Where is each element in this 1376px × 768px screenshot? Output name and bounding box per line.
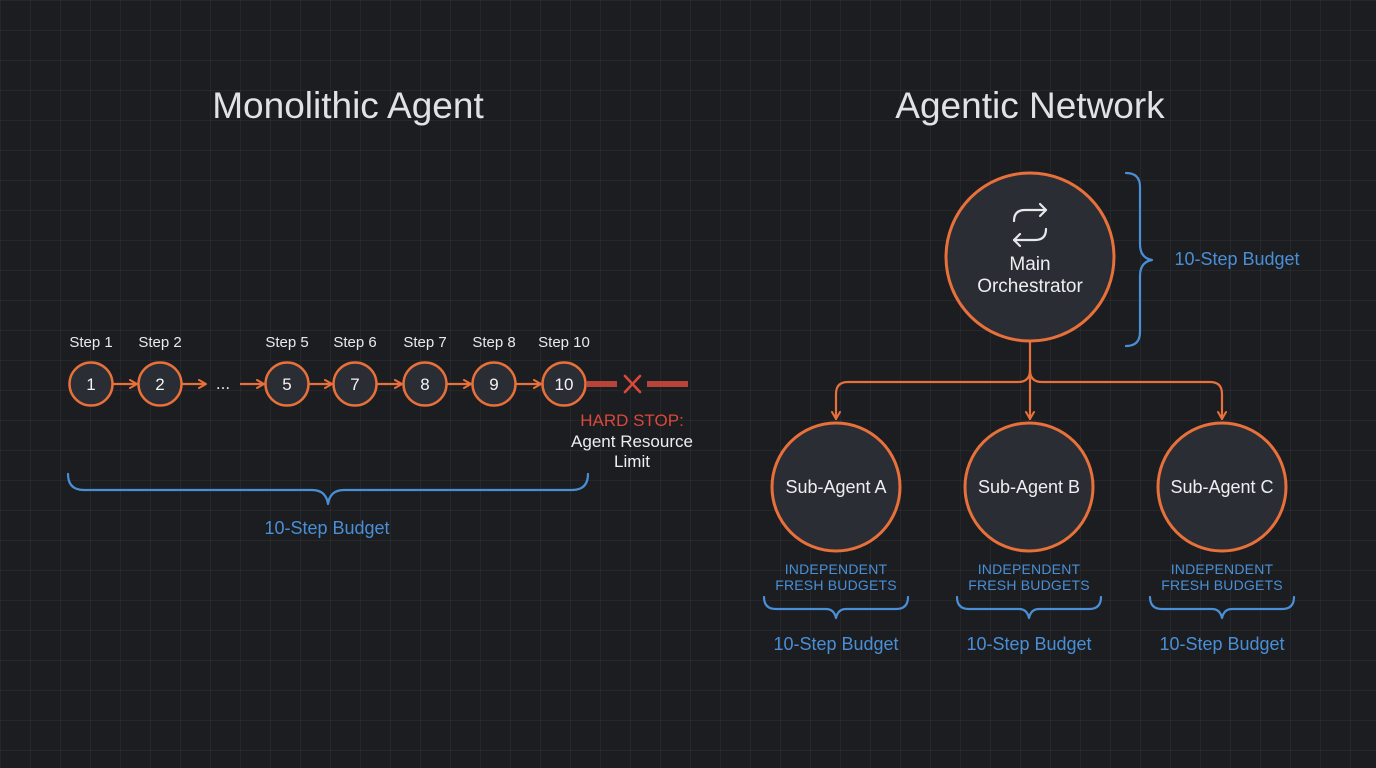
steps-ellipsis: ... (216, 374, 230, 393)
sub-agent-c: Sub-Agent C (1156, 421, 1288, 553)
hard-stop-line-2: Limit (614, 452, 650, 471)
orchestrator-connectors (831, 339, 1227, 421)
sub-agent-b-caption-1: INDEPENDENT (978, 561, 1081, 577)
orchestrator-label-line-1: Main (1009, 254, 1050, 275)
orchestrator-node: Main Orchestrator (944, 171, 1116, 343)
sub-agent-a-caption-2: FRESH BUDGETS (775, 577, 897, 593)
x-mark-icon (623, 374, 642, 394)
step-label-1: Step 1 (69, 334, 112, 351)
connector-to-sub-agent-a (831, 368, 1032, 421)
step-label-2: Step 2 (138, 334, 181, 351)
step-label-8: Step 8 (472, 334, 515, 351)
sub-agent-a-label: Sub-Agent A (785, 477, 886, 497)
hard-stop-label: HARD STOP: (580, 411, 684, 430)
orchestrator-budget-brace (1124, 171, 1154, 348)
step-node-8: 8 (402, 361, 448, 407)
step-nodes: 1 2 5 7 8 9 10 (68, 361, 587, 407)
step-node-8-label: 8 (420, 375, 429, 394)
step-node-2: 2 (137, 361, 183, 407)
sub-agent-b-budget-brace (955, 595, 1103, 620)
orchestrator-label-line-2: Orchestrator (977, 276, 1083, 297)
monolithic-budget-brace (66, 472, 590, 506)
sub-agent-c-caption-2: FRESH BUDGETS (1161, 577, 1283, 593)
sub-agent-a-budget-brace (762, 595, 910, 620)
step-node-1-label: 1 (86, 375, 95, 394)
sub-agent-a-caption-1: INDEPENDENT (785, 561, 888, 577)
step-node-1: 1 (68, 361, 114, 407)
step-label-10: Step 10 (538, 334, 590, 351)
orchestrator-budget-label: 10-Step Budget (1174, 249, 1299, 269)
sub-agent-b: Sub-Agent B (963, 421, 1095, 553)
step-node-5: 5 (264, 361, 310, 407)
hard-stop-line-1: Agent Resource (571, 432, 693, 451)
agentic-title: Agentic Network (895, 85, 1165, 126)
sub-agent-b-caption-2: FRESH BUDGETS (968, 577, 1090, 593)
step-labels: Step 1 Step 2 Step 5 Step 6 Step 7 Step … (69, 334, 590, 351)
step-node-9-label: 9 (489, 375, 498, 394)
sub-agent-c-budget-brace (1148, 595, 1296, 620)
step-label-5: Step 5 (265, 334, 308, 351)
step-node-10-label: 10 (555, 375, 574, 394)
sub-agent-c-budget-label: 10-Step Budget (1159, 634, 1284, 654)
step-node-2-label: 2 (155, 375, 164, 394)
step-node-7-label: 7 (350, 375, 359, 394)
step-node-9: 9 (471, 361, 517, 407)
step-label-7: Step 7 (403, 334, 446, 351)
sub-agent-c-label: Sub-Agent C (1170, 477, 1273, 497)
connector-to-sub-agent-c (1028, 368, 1227, 421)
sub-agent-a: Sub-Agent A (770, 421, 902, 553)
step-label-6: Step 6 (333, 334, 376, 351)
hard-stop-bar (587, 374, 688, 394)
monolithic-title: Monolithic Agent (212, 85, 484, 126)
sub-agent-b-budget-label: 10-Step Budget (966, 634, 1091, 654)
step-node-5-label: 5 (282, 375, 291, 394)
sub-agent-a-budget-label: 10-Step Budget (773, 634, 898, 654)
step-node-10: 10 (541, 361, 587, 407)
repeat-cycle-icon (1012, 202, 1048, 248)
step-node-7: 7 (332, 361, 378, 407)
sub-agent-c-caption-1: INDEPENDENT (1171, 561, 1274, 577)
sub-agent-b-label: Sub-Agent B (978, 477, 1080, 497)
monolithic-budget-label: 10-Step Budget (264, 518, 389, 538)
